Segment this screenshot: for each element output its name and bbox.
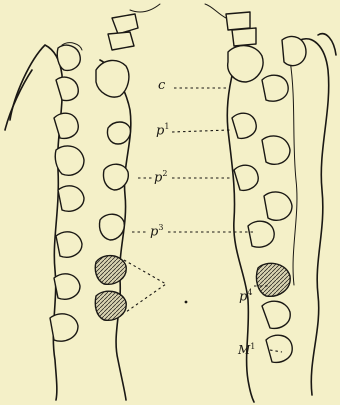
p1-right bbox=[232, 113, 256, 138]
canine-far-right bbox=[282, 36, 306, 65]
left-outer-tooth-4 bbox=[55, 146, 84, 175]
left-outer-tooth-5 bbox=[58, 186, 84, 211]
left-outer-tooth-6 bbox=[56, 232, 82, 257]
right-outer-tooth-3 bbox=[264, 192, 292, 220]
center-dot bbox=[185, 301, 188, 304]
left-jaw-tip bbox=[5, 70, 32, 130]
m1-right bbox=[262, 301, 290, 328]
upper-right-stem bbox=[205, 4, 226, 18]
p4-left-a bbox=[95, 256, 126, 285]
p4-right bbox=[256, 263, 290, 296]
premolar-2-label: p2 bbox=[154, 170, 167, 184]
p4-left-b bbox=[95, 291, 126, 320]
p1-leader bbox=[172, 130, 230, 132]
left-outer-tooth-3 bbox=[54, 113, 78, 138]
canine-label: c bbox=[158, 79, 165, 92]
incisor-left bbox=[112, 14, 138, 34]
molar-1-label: M1 bbox=[238, 343, 255, 356]
p2-right bbox=[234, 165, 258, 190]
right-outer-jaw-outline bbox=[300, 39, 329, 395]
p3-left bbox=[99, 214, 124, 240]
incisor-right bbox=[226, 12, 250, 30]
premolar-3-label: p3 bbox=[150, 224, 163, 238]
p4-leader-left bbox=[124, 260, 166, 312]
right-outer-tooth-2 bbox=[262, 136, 290, 164]
left-outer-jaw-outline bbox=[10, 45, 62, 400]
left-outer-tooth-8 bbox=[50, 314, 78, 341]
premolar-4-label: p4 bbox=[239, 289, 252, 303]
canine-left bbox=[96, 60, 129, 97]
premolar-1-label: p1 bbox=[156, 123, 169, 137]
left-outer-tooth-1 bbox=[57, 45, 80, 70]
left-outer-tooth-2 bbox=[56, 77, 78, 100]
left-outer-tooth-7 bbox=[54, 274, 80, 299]
m1-right-b bbox=[266, 335, 292, 362]
p3-right bbox=[248, 221, 274, 247]
incisor-left-2 bbox=[108, 32, 134, 50]
p1-left bbox=[107, 122, 130, 144]
right-jaw-edge bbox=[290, 60, 297, 285]
incisor-right-2 bbox=[232, 28, 256, 46]
upper-left-stem bbox=[130, 4, 160, 12]
right-outer-tooth-1 bbox=[262, 75, 288, 101]
right-jaw-tip bbox=[318, 34, 336, 55]
canine-right bbox=[228, 46, 263, 82]
